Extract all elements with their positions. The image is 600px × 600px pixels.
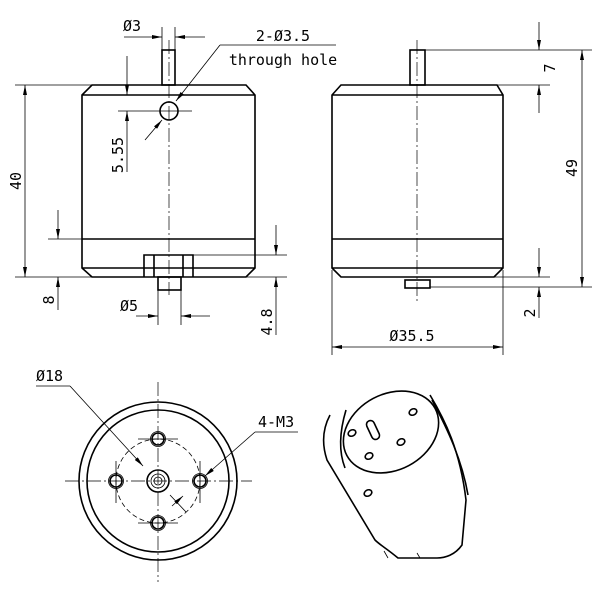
isometric-view: [322, 390, 469, 559]
dim-body-length: 40: [7, 172, 25, 190]
dim-body-diameter: Ø35.5: [389, 327, 434, 345]
end-view: Ø18 4-M3: [36, 367, 298, 582]
dim-hole-offset: 5.55: [109, 137, 127, 173]
rear-nub: [404, 279, 431, 289]
hole-note-through: through hole: [229, 51, 337, 69]
iso-shaft: [365, 419, 381, 441]
shaft: [161, 49, 176, 86]
front-view: 40 8 5.55 Ø3 2-Ø3.5 through hole Ø5 4.8: [7, 17, 337, 336]
rear-boss: [143, 254, 194, 277]
center-boss: [146, 469, 170, 493]
rear-shaft: [157, 276, 182, 291]
dim-shaft-diameter: Ø3: [123, 17, 141, 35]
mount-holes: [108, 431, 208, 531]
dim-bolt-circle: Ø18: [36, 367, 63, 385]
shaft: [409, 49, 426, 86]
top-face: [342, 390, 440, 474]
motor-body: [331, 84, 504, 278]
dim-overall-length: 49: [563, 159, 581, 177]
side-view: 7 49 2 Ø35.5: [331, 22, 592, 355]
dim-shaft-length: 7: [541, 63, 559, 72]
motor-body: [81, 84, 256, 278]
dim-boss-height: 4.8: [258, 308, 276, 335]
hole-note-size: 2-Ø3.5: [256, 27, 310, 45]
dim-band-height: 8: [40, 295, 58, 304]
dim-boss-diameter: Ø5: [120, 297, 138, 315]
dim-rear-nub: 2: [521, 308, 539, 317]
dim-mount-holes: 4-M3: [258, 413, 294, 431]
